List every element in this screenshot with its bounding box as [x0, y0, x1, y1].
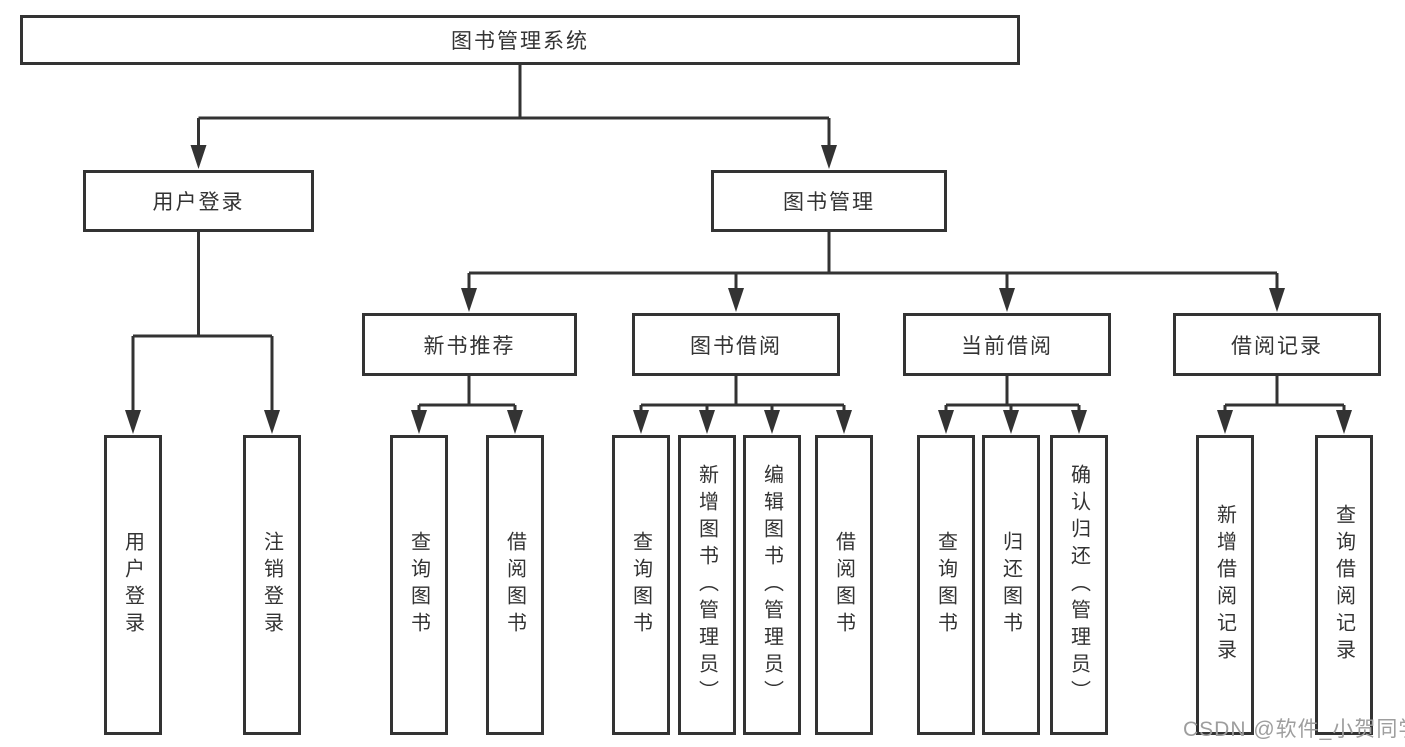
connector-userlogin-to-leaves [131, 232, 274, 414]
node-book-borrowing: 图书借阅 [632, 313, 840, 376]
node-user-login: 用户登录 [83, 170, 314, 232]
leaf-label: 新增借阅记录 [1213, 504, 1236, 666]
leaf-label: 用户登录 [121, 531, 144, 639]
arrowhead-icon [1003, 410, 1019, 434]
arrowhead-icon [764, 410, 780, 434]
node-book-management: 图书管理 [711, 170, 947, 232]
leaf-confirm-return-admin: 确认归还（管理员） [1050, 435, 1108, 735]
leaf-user-login: 用户登录 [104, 435, 162, 735]
node-label: 图书借阅 [690, 334, 782, 358]
connector-newrec-to-leaves [417, 376, 517, 414]
arrowhead-icon [1071, 410, 1087, 434]
leaf-return-books: 归还图书 [982, 435, 1040, 735]
arrowhead-icon [938, 410, 954, 434]
leaf-label: 新增图书（管理员） [695, 463, 718, 707]
node-label: 用户登录 [152, 191, 245, 214]
csdn-watermark: CSDN @软件_小贺同学 [1183, 718, 1405, 741]
leaf-label: 查询图书 [407, 531, 430, 639]
arrowheads [125, 145, 1352, 434]
leaf-label: 确认归还（管理员） [1067, 463, 1090, 707]
node-current-borrowing: 当前借阅 [903, 313, 1111, 376]
leaf-query-borrow-record: 查询借阅记录 [1315, 435, 1373, 735]
node-label: 当前借阅 [961, 334, 1053, 358]
leaf-add-books-admin: 新增图书（管理员） [678, 435, 736, 735]
arrowhead-icon [633, 410, 649, 434]
arrowhead-icon [1336, 410, 1352, 434]
node-root-system: 图书管理系统 [20, 15, 1020, 65]
leaf-label: 归还图书 [999, 531, 1022, 639]
leaf-label: 查询图书 [629, 531, 652, 639]
node-borrow-records: 借阅记录 [1173, 313, 1381, 376]
node-label: 借阅记录 [1231, 334, 1323, 358]
arrowhead-icon [507, 410, 523, 434]
leaf-logout: 注销登录 [243, 435, 301, 735]
node-label: 图书管理系统 [451, 30, 589, 53]
leaf-add-borrow-record: 新增借阅记录 [1196, 435, 1254, 735]
arrowhead-icon [1217, 410, 1233, 434]
leaf-label: 查询图书 [934, 531, 957, 639]
connector-records-to-leaves [1223, 376, 1346, 414]
arrowhead-icon [264, 410, 280, 434]
leaf-edit-books-admin: 编辑图书（管理员） [743, 435, 801, 735]
arrowhead-icon [836, 410, 852, 434]
connector-root-to-level2 [197, 65, 831, 150]
connector-borrow-to-leaves [639, 376, 846, 414]
leaf-query-books-newrec: 查询图书 [390, 435, 448, 735]
leaf-query-books-borrow: 查询图书 [612, 435, 670, 735]
node-label: 图书管理 [783, 191, 875, 214]
arrowhead-icon [461, 288, 477, 312]
arrowhead-icon [1269, 288, 1285, 312]
arrowhead-icon [125, 410, 141, 434]
leaf-borrow-books-newrec: 借阅图书 [486, 435, 544, 735]
arrowhead-icon [821, 145, 837, 169]
node-label: 新书推荐 [423, 334, 516, 358]
arrowhead-icon [190, 145, 207, 169]
leaf-label: 编辑图书（管理员） [760, 463, 783, 707]
connector-current-to-leaves [944, 376, 1081, 414]
leaf-label: 借阅图书 [832, 531, 855, 639]
leaf-label: 查询借阅记录 [1332, 504, 1355, 666]
node-new-book-recommend: 新书推荐 [362, 313, 577, 376]
arrowhead-icon [411, 410, 427, 434]
leaf-query-books-current: 查询图书 [917, 435, 975, 735]
connector-bookmgmt-to-level3 [467, 232, 1279, 292]
arrowhead-icon [699, 410, 715, 434]
leaf-label: 注销登录 [260, 531, 283, 639]
leaf-label: 借阅图书 [503, 531, 526, 639]
arrowhead-icon [728, 288, 744, 312]
arrowhead-icon [999, 288, 1015, 312]
leaf-borrow-books: 借阅图书 [815, 435, 873, 735]
